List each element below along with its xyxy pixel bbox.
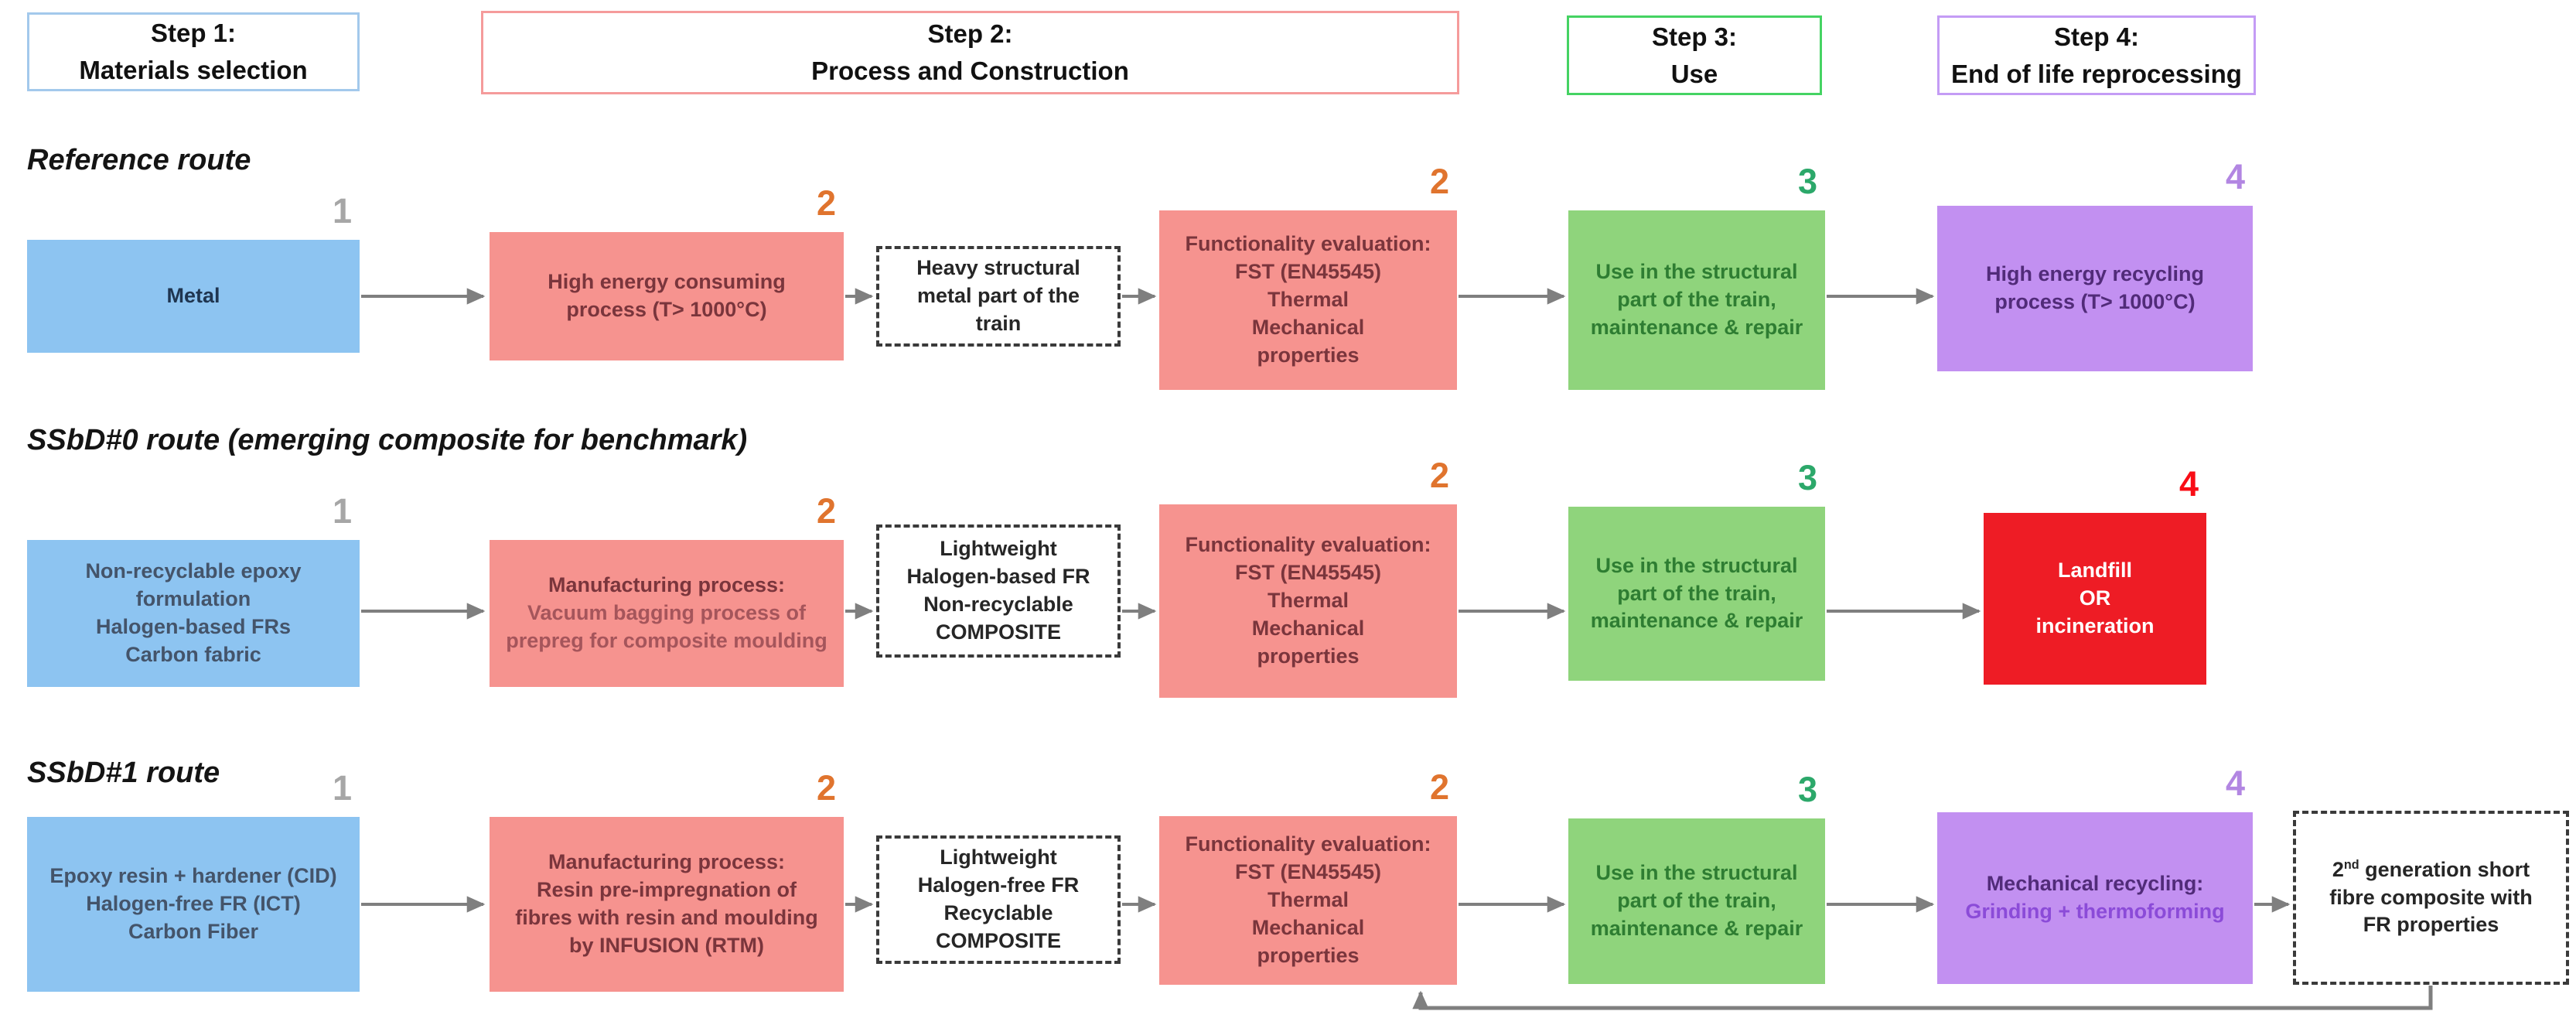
step-header-1-title: Step 1: <box>150 19 237 48</box>
eol-text: Landfill OR incineration <box>2035 559 2155 637</box>
step-header-4-title: Step 4: <box>2053 22 2140 51</box>
step-number-1: 1 <box>332 191 352 231</box>
eol-box-ssbd0-landfill: 4 Landfill OR incineration <box>1984 466 2206 685</box>
use-text: Use in the structural part of the train,… <box>1590 861 1803 940</box>
eol-body: Grinding + thermoforming <box>1965 900 2225 923</box>
step-number-2: 2 <box>816 491 836 531</box>
functionality-text: Functionality evaluation: FST (EN45545) … <box>1185 533 1431 668</box>
process-box-reference: 2 High energy consuming process (T> 1000… <box>490 186 844 360</box>
eol-text: High energy recycling process (T> 1000°C… <box>1985 262 2205 313</box>
step-header-1: Step 1: Materials selection <box>27 12 360 91</box>
step-number-1: 1 <box>332 491 352 531</box>
step-number-4: 4 <box>2179 464 2199 504</box>
step-header-2: Step 2: Process and Construction <box>481 11 1459 94</box>
step-header-2-subtitle: Process and Construction <box>811 56 1129 85</box>
step-number-3: 3 <box>1797 770 1817 809</box>
step-header-3-subtitle: Use <box>1670 59 1718 88</box>
step-number-4: 4 <box>2225 157 2245 196</box>
route-label-ssbd1: SSbD#1 route <box>27 757 220 789</box>
step-number-2: 2 <box>1429 456 1449 495</box>
functionality-box-ssbd0: 2 Functionality evaluation: FST (EN45545… <box>1159 458 1457 698</box>
process-box-ssbd0: 2 Manufacturing process: Vacuum bagging … <box>490 494 844 687</box>
step-number-1: 1 <box>332 768 352 808</box>
process-box-ssbd1: 2 Manufacturing process: Resin pre-impre… <box>490 770 844 992</box>
step-number-2: 2 <box>1429 162 1449 201</box>
materials-box-ssbd1: 1 Epoxy resin + hardener (CID) Halogen-f… <box>27 770 360 992</box>
process-body: Vacuum bagging process of prepreg for co… <box>506 601 827 652</box>
process-body: Resin pre-impregnation of fibres with re… <box>515 878 818 957</box>
route-label-reference: Reference route <box>27 144 251 176</box>
intermediate-text: Lightweight Halogen-based FR Non-recycla… <box>906 537 1090 644</box>
materials-text: Metal <box>166 284 220 308</box>
step-number-2: 2 <box>1429 767 1449 807</box>
process-title: Manufacturing process: <box>548 573 786 597</box>
step-number-3: 3 <box>1797 162 1817 201</box>
step-header-4: Step 4: End of life reprocessing <box>1937 15 2256 95</box>
use-text: Use in the structural part of the train,… <box>1590 553 1803 633</box>
process-text: High energy consuming process (T> 1000°C… <box>548 270 786 321</box>
materials-box-reference: 1 Metal <box>27 193 360 353</box>
intermediate-box-ssbd0: Lightweight Halogen-based FR Non-recycla… <box>876 524 1121 658</box>
materials-text: Non-recyclable epoxy formulation Halogen… <box>85 559 302 666</box>
eol-box-ssbd1: 4 Mechanical recycling: Grinding + therm… <box>1937 766 2253 984</box>
materials-text: Epoxy resin + hardener (CID) Halogen-fre… <box>49 864 337 943</box>
eol-title: Mechanical recycling: <box>1986 872 2204 896</box>
use-box-ssbd1: 3 Use in the structural part of the trai… <box>1568 772 1825 984</box>
step-header-1-subtitle: Materials selection <box>79 56 308 84</box>
materials-box-ssbd0: 1 Non-recyclable epoxy formulation Halog… <box>27 494 360 687</box>
intermediate-text: Heavy structural metal part of the train <box>916 256 1080 335</box>
intermediate-box-ssbd1: Lightweight Halogen-free FR Recyclable C… <box>876 835 1121 964</box>
intermediate-box-reference: Heavy structural metal part of the train <box>876 246 1121 347</box>
use-box-ssbd0: 3 Use in the structural part of the trai… <box>1568 460 1825 681</box>
functionality-box-ssbd1: 2 Functionality evaluation: FST (EN45545… <box>1159 770 1457 985</box>
functionality-box-reference: 2 Functionality evaluation: FST (EN45545… <box>1159 164 1457 390</box>
use-box-reference: 3 Use in the structural part of the trai… <box>1568 164 1825 390</box>
functionality-text: Functionality evaluation: FST (EN45545) … <box>1185 232 1431 367</box>
step-number-4: 4 <box>2225 764 2245 803</box>
functionality-text: Functionality evaluation: FST (EN45545) … <box>1185 832 1431 967</box>
process-title: Manufacturing process: <box>548 850 786 874</box>
step-number-3: 3 <box>1797 458 1817 497</box>
intermediate-text: Lightweight Halogen-free FR Recyclable C… <box>917 846 1080 952</box>
step-header-3: Step 3: Use <box>1567 15 1822 95</box>
route-label-ssbd0: SSbD#0 route (emerging composite for ben… <box>27 424 748 456</box>
step-header-3-title: Step 3: <box>1651 22 1738 51</box>
step-number-2: 2 <box>816 768 836 808</box>
eol-box-reference: 4 High energy recycling process (T> 1000… <box>1937 159 2253 371</box>
step-number-2: 2 <box>816 183 836 223</box>
step-header-4-subtitle: End of life reprocessing <box>1951 59 2242 88</box>
use-text: Use in the structural part of the train,… <box>1590 260 1803 339</box>
step-header-2-title: Step 2: <box>927 19 1013 49</box>
feedback-arrow-output-functionality <box>1412 986 2433 1010</box>
